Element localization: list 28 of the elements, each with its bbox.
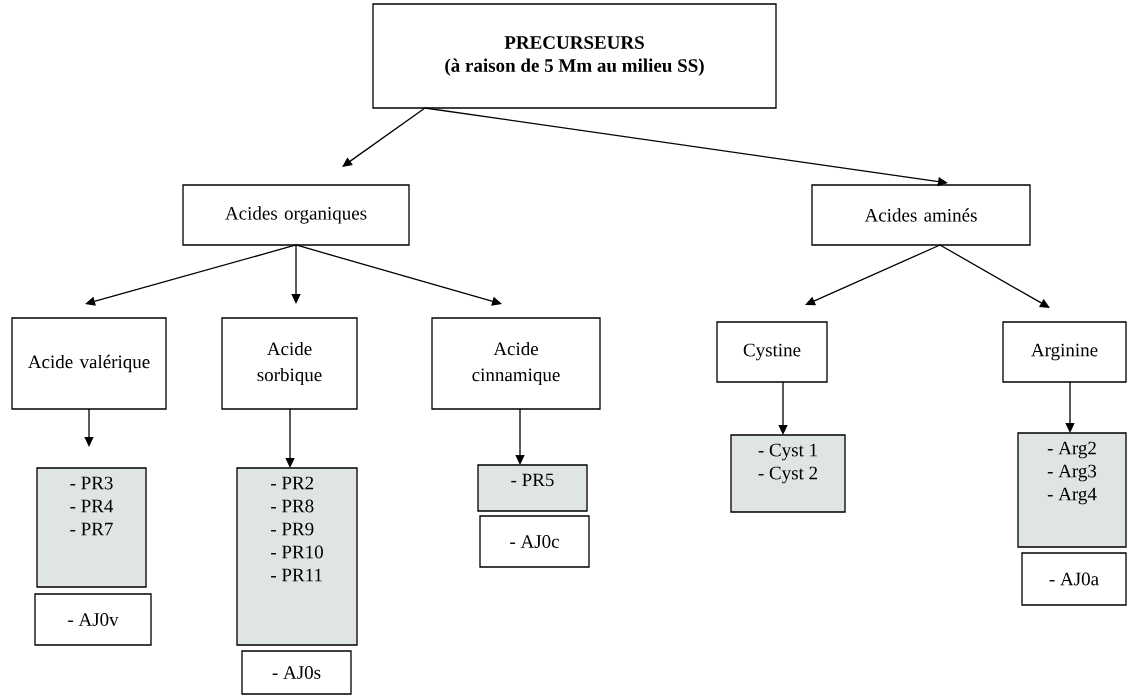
category-box: Acide cinnamique <box>431 317 601 410</box>
title-box: PRECURSEURS (à raison de 5 Mm au milieu SS) <box>372 3 777 109</box>
arrow <box>778 381 788 435</box>
strain-list-box: - PR2 - PR8 - PR9 - PR10 - PR11 <box>236 467 358 646</box>
category-box: Acides organiques <box>182 184 410 246</box>
arrow <box>805 244 941 306</box>
arrow <box>1065 381 1075 433</box>
arrow <box>291 244 301 304</box>
arrow <box>515 408 525 465</box>
category-box: Acide valérique <box>11 317 167 410</box>
arrow <box>84 408 94 447</box>
arrow <box>285 408 295 468</box>
control-box: - AJ0s <box>241 650 352 695</box>
control-box: - AJ0c <box>479 515 590 568</box>
category-box: Arginine <box>1002 321 1127 383</box>
arrow <box>295 244 502 306</box>
category-box: Acides aminés <box>811 184 1031 246</box>
strain-list-box: - PR5 <box>477 464 588 512</box>
arrow <box>939 244 1050 308</box>
control-box: - AJ0v <box>34 593 152 646</box>
category-box: Acide sorbique <box>221 317 358 410</box>
strain-list-box: - Cyst 1 - Cyst 2 <box>730 434 846 513</box>
arrow <box>85 244 297 306</box>
arrow <box>342 107 426 167</box>
control-box: - AJ0a <box>1021 552 1127 606</box>
strain-list-box: - Arg2 - Arg3 - Arg4 <box>1017 432 1127 548</box>
strain-list-box: - PR3 - PR4 - PR7 <box>36 467 147 588</box>
category-box: Cystine <box>716 321 828 383</box>
